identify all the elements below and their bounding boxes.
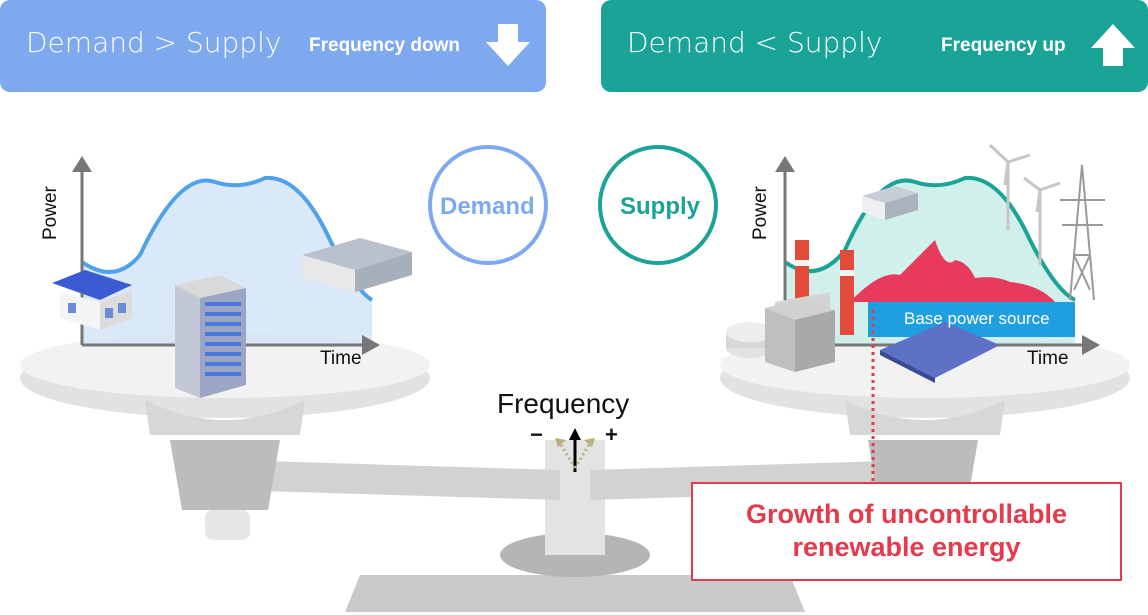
callout-line-1: Growth of uncontrollable [746, 499, 1067, 529]
power-plant-icon [726, 240, 854, 372]
factory-icon [302, 238, 412, 292]
transmission-tower-icon [1060, 164, 1105, 301]
renewable-energy-area [850, 240, 1055, 302]
solar-panel-icon [880, 322, 1000, 383]
small-building-icon [862, 186, 918, 220]
supply-circle [598, 145, 718, 265]
base-power-label: Base power source [904, 309, 1050, 328]
equation-demand-less-supply: Demand < Supply [627, 26, 883, 59]
frequency-plus: + [605, 422, 618, 447]
frequency-indicator [555, 428, 595, 472]
callout-line-2: renewable energy [792, 532, 1021, 562]
right-y-axis-label: Power [750, 186, 771, 240]
house-icon [52, 270, 132, 330]
banner-demand-less: Demand < Supply Frequency up [601, 0, 1148, 92]
frequency-up-label: Frequency up [941, 35, 1066, 56]
demand-circle [428, 145, 548, 265]
wind-turbine-icon [988, 143, 1061, 265]
frequency-down-label: Frequency down [309, 35, 460, 56]
left-y-axis-label: Power [40, 186, 61, 240]
demand-circle-label: Demand [440, 193, 535, 220]
supply-circle-label: Supply [620, 193, 701, 220]
equation-demand-greater-supply: Demand > Supply [26, 26, 282, 59]
frequency-title: Frequency [497, 388, 630, 419]
office-building-icon [175, 275, 246, 398]
left-x-axis-label: Time [320, 348, 362, 369]
banner-demand-greater: Demand > Supply Frequency down [0, 0, 546, 92]
arrow-up-icon [1091, 24, 1135, 66]
arrow-down-icon [486, 24, 530, 66]
renewable-growth-callout: Growth of uncontrollable renewable energ… [691, 482, 1122, 581]
right-x-axis-label: Time [1027, 348, 1069, 369]
frequency-minus: − [530, 422, 543, 447]
base-power-band [868, 302, 1075, 337]
